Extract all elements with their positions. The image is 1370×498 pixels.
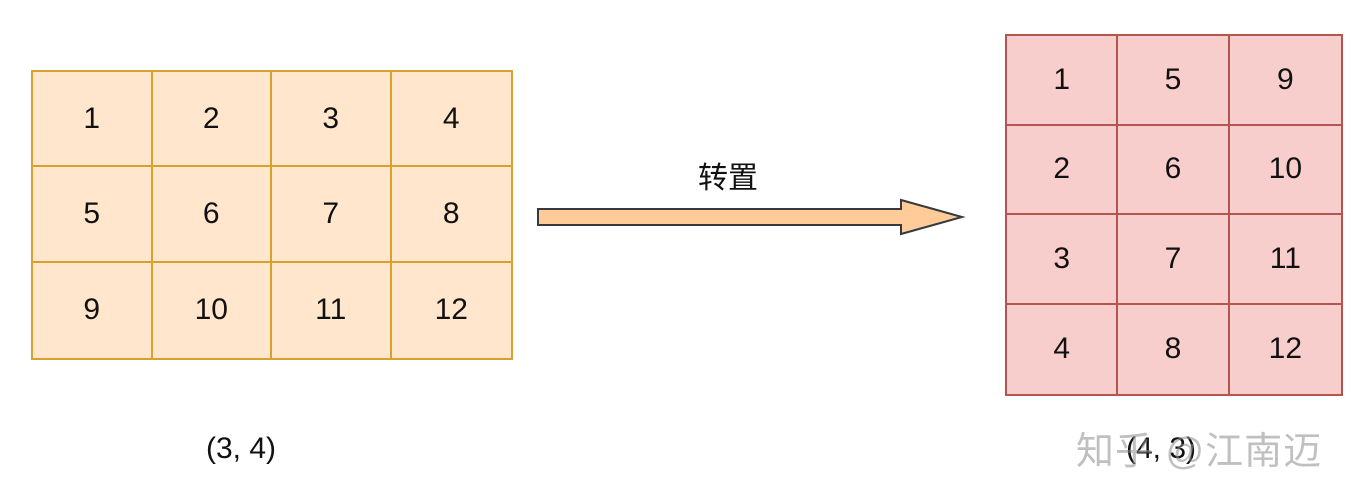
right-matrix-cell: 7 xyxy=(1118,215,1230,305)
left-matrix-shape-label: (3, 4) xyxy=(206,432,277,465)
transpose-arrow-icon xyxy=(537,198,966,236)
left-matrix-cell: 9 xyxy=(33,262,153,358)
right-matrix-cell: 11 xyxy=(1229,215,1341,305)
left-matrix-cell: 10 xyxy=(153,262,272,358)
left-matrix-cell: 5 xyxy=(33,167,153,263)
transpose-arrow-shape xyxy=(537,198,966,236)
right-matrix-shape-label: (4, 3) xyxy=(1126,432,1197,465)
left-matrix-cell: 7 xyxy=(272,167,392,263)
right-matrix: 1 5 9 2 6 10 3 7 11 4 8 12 xyxy=(1005,34,1343,396)
right-matrix-cell: 10 xyxy=(1229,126,1341,215)
left-matrix-cell: 8 xyxy=(391,167,511,263)
right-matrix-cell: 8 xyxy=(1118,304,1230,394)
right-matrix-cell: 6 xyxy=(1118,125,1230,215)
right-matrix-cell: 12 xyxy=(1268,332,1303,366)
left-matrix-cell: 6 xyxy=(152,167,272,263)
left-matrix: 1 2 3 4 5 6 7 8 9 10 11 12 xyxy=(31,70,513,360)
right-matrix-cell: 9 xyxy=(1229,36,1341,126)
left-matrix-cell: 12 xyxy=(434,293,468,327)
right-matrix-cell: 1 xyxy=(1007,36,1119,126)
right-matrix-cell: 2 xyxy=(1007,125,1119,215)
left-matrix-cell: 1 xyxy=(33,72,153,168)
right-matrix-cell: 5 xyxy=(1118,36,1230,126)
right-matrix-cell: 4 xyxy=(1007,304,1119,394)
right-matrix-cell: 3 xyxy=(1007,215,1119,305)
left-matrix-cell: 4 xyxy=(391,72,511,168)
transpose-label: 转置 xyxy=(698,162,758,195)
watermark: 知乎 @江南迈 xyxy=(1076,431,1323,473)
left-matrix-cell: 11 xyxy=(272,262,392,358)
left-matrix-cell: 2 xyxy=(152,72,272,168)
left-matrix-cell: 3 xyxy=(272,72,392,168)
